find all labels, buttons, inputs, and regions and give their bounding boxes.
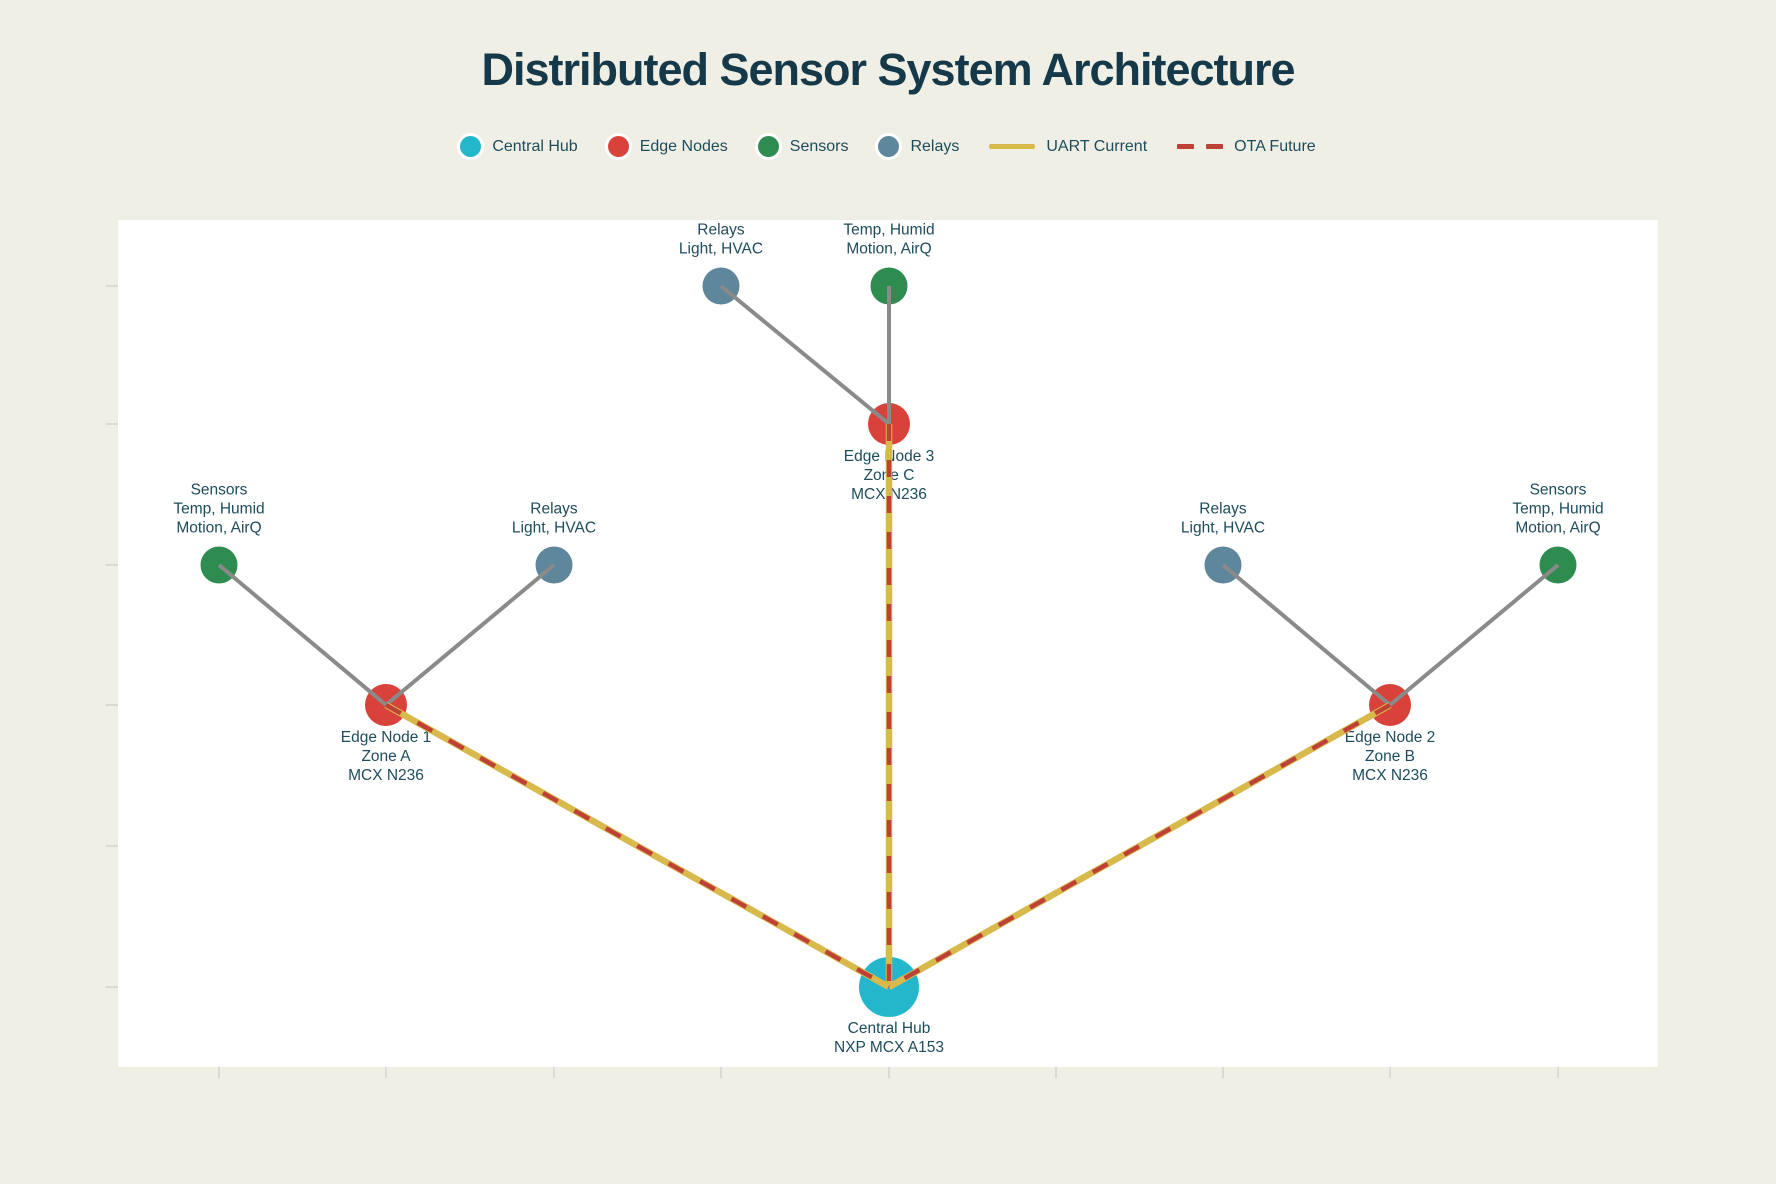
legend-item-edge-nodes: Edge Nodes	[607, 136, 728, 157]
legend-dash-swatch	[1177, 144, 1224, 149]
ota-link	[384, 703, 891, 989]
wired-link	[1221, 563, 1392, 707]
legend-line-swatch	[989, 144, 1036, 149]
node-label-line: Light, HVAC	[512, 520, 596, 537]
legend-item-relays: Relays	[878, 136, 959, 157]
legend-dot-swatch	[878, 136, 900, 157]
node-label-line: Motion, AirQ	[846, 241, 931, 258]
node-label-edge-node-2: Edge Node 2 Zone B MCX N236	[1345, 729, 1436, 784]
wired-link	[1388, 563, 1560, 707]
page-title: Distributed Sensor System Architecture	[481, 44, 1295, 95]
legend-label: OTA Future	[1234, 137, 1316, 155]
node-label-line: Relays	[697, 222, 745, 239]
node-label-line: NXP MCX A153	[834, 1039, 944, 1056]
node-label-line: Zone A	[361, 748, 411, 765]
legend-item-sensors: Sensors	[757, 136, 849, 157]
node-label-line: Central Hub	[848, 1020, 931, 1037]
legend-dot-swatch	[757, 136, 779, 157]
node-label-line: MCX N236	[348, 767, 424, 784]
legend-dot-swatch	[607, 136, 629, 157]
legend-item-ota-future: OTA Future	[1177, 138, 1316, 156]
axis-ticks	[106, 285, 1559, 1078]
wired-link	[217, 563, 388, 707]
node-label-line: Temp, Humid	[173, 501, 264, 518]
node-label-line: Relays	[1199, 501, 1247, 518]
node-label-edge-node-1: Edge Node 1 Zone A MCX N236	[341, 729, 432, 784]
legend-label: Edge Nodes	[639, 137, 728, 155]
node-label-line: Motion, AirQ	[1515, 520, 1600, 537]
legend-item-uart-current: UART Current	[989, 138, 1147, 156]
ota-link	[887, 703, 1392, 989]
ota-links	[384, 424, 1392, 989]
legend-item-central-hub: Central Hub	[460, 136, 578, 157]
node-label-line: Temp, Humid	[1512, 501, 1603, 518]
node-label-line: MCX N236	[1352, 767, 1428, 784]
node-label-line: Motion, AirQ	[176, 520, 261, 537]
legend: Central Hub Edge Nodes Sensors Relays UART C…	[0, 136, 1776, 157]
node-label-line: Temp, Humid	[843, 222, 934, 239]
node-label-line: Edge Node 2	[1345, 729, 1436, 746]
node-label-line: Relays	[530, 501, 578, 518]
header: Distributed Sensor System Architecture C…	[0, 0, 1776, 157]
legend-label: Relays	[910, 137, 960, 155]
wired-link	[384, 563, 556, 707]
node-label-line: Light, HVAC	[679, 241, 763, 258]
wired-link	[719, 284, 891, 426]
node-label-line: Sensors	[1530, 482, 1587, 499]
node-label-line: Edge Node 1	[341, 729, 432, 746]
node-label-line: Sensors	[191, 482, 248, 499]
node-label-line: Zone B	[1365, 748, 1415, 765]
legend-label: UART Current	[1046, 137, 1148, 155]
legend-label: Sensors	[789, 137, 849, 155]
legend-label: Central Hub	[492, 137, 578, 155]
legend-dot-swatch	[460, 136, 482, 157]
node-label-line: Light, HVAC	[1181, 520, 1265, 537]
wired-links	[217, 284, 1560, 707]
